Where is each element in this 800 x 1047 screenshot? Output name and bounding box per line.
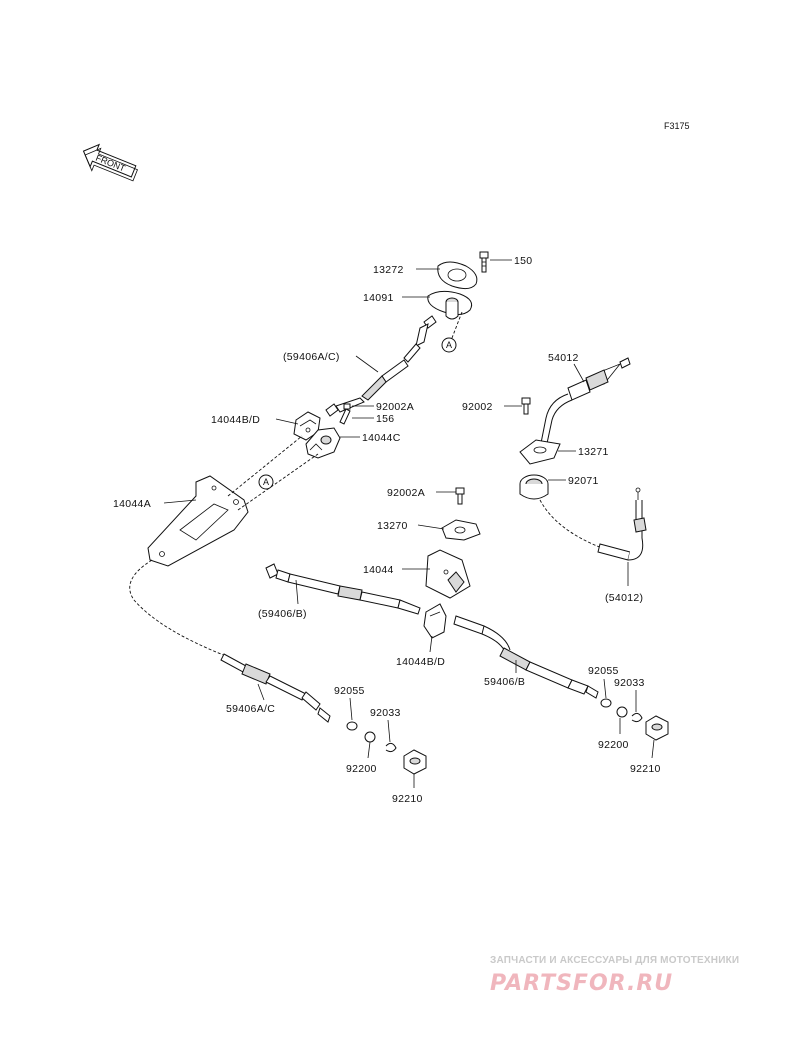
label-92200-left: 92200 [346,763,377,775]
washer-92055-right [600,698,612,708]
plate-13271 [519,439,561,465]
lockwasher-92033-right [631,712,643,723]
cable-54012 [539,357,631,449]
washer-92200-right [616,706,628,718]
clamp-14044bd-bottom [423,603,447,639]
label-14044bd-bottom: 14044B/D [396,656,445,668]
bolt-92002a-mid [455,487,465,505]
svg-text:A: A [446,340,452,350]
grommet-92071 [519,474,549,500]
watermark-tagline: ЗАПЧАСТИ И АКСЕССУАРЫ ДЛЯ МОТОТЕХНИКИ [490,955,739,966]
bolt-92002 [521,397,531,415]
label-92033-left: 92033 [370,707,401,719]
label-54012-paren: (54012) [605,592,643,604]
label-92055-left: 92055 [334,685,365,697]
bracket-14044 [425,549,471,599]
label-13271: 13271 [578,446,609,458]
label-92210-left: 92210 [392,793,423,805]
label-14044a: 14044A [113,498,151,510]
cable-54012-lower [597,487,647,561]
label-59406b: 59406/B [484,676,525,688]
label-14044: 14044 [363,564,394,576]
watermark-logo: PARTSFOR.RU [490,971,673,996]
label-156: 156 [376,413,394,425]
cable-59406ac-lower [220,653,331,723]
cable-59406b-left [265,563,421,615]
nut-92210-right [645,715,669,741]
label-150: 150 [514,255,532,267]
bracket-14044c [305,427,341,459]
label-92002: 92002 [462,401,493,413]
nut-92210-left [403,749,427,775]
label-59406ac-paren: (59406A/C) [283,351,340,363]
cable-59406ac-upper [325,315,437,417]
front-arrow-icon: FRONT [82,143,138,182]
label-14044bd-top: 14044B/D [211,414,260,426]
bolt-92002a-top [339,403,351,425]
label-92055-right: 92055 [588,665,619,677]
label-92002a-mid: 92002A [387,487,425,499]
label-54012: 54012 [548,352,579,364]
label-14044c: 14044C [362,432,401,444]
ref-marker-a-mid: A [258,474,274,490]
gasket-13272 [437,261,478,290]
gasket-13270 [441,519,481,541]
cable-59406b-right [453,615,599,699]
label-92210-right: 92210 [630,763,661,775]
washer-92055-left [346,721,358,731]
label-92071: 92071 [568,475,599,487]
bracket-plate-14044a [147,475,249,567]
label-14091: 14091 [363,292,394,304]
label-92200-right: 92200 [598,739,629,751]
svg-text:A: A [263,477,269,487]
washer-92200-left [364,731,376,743]
figure-code: F3175 [664,121,690,131]
label-92002a-top: 92002A [376,401,414,413]
label-59406ac: 59406A/C [226,703,275,715]
grommet-14091 [427,290,473,320]
label-92033-right: 92033 [614,677,645,689]
label-13272: 13272 [373,264,404,276]
lockwasher-92033-left [385,742,397,753]
ref-marker-a-top: A [441,337,457,353]
label-13270: 13270 [377,520,408,532]
label-59406b-paren: (59406/B) [258,608,307,620]
bolt-150 [479,251,489,273]
